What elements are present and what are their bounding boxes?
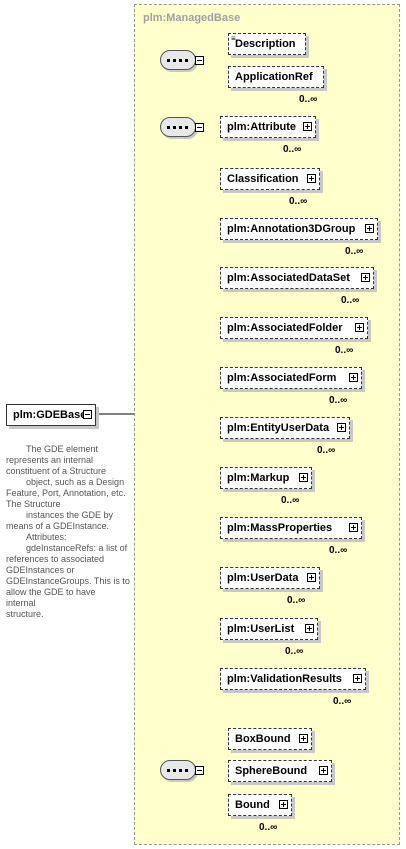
element-userlist[interactable]: plm:UserList	[220, 618, 318, 640]
element-label: plm:Annotation3DGroup	[227, 223, 356, 235]
element-associatedform[interactable]: plm:AssociatedForm	[220, 367, 362, 389]
element-boxbound[interactable]: BoxBound	[228, 728, 312, 750]
expand-icon[interactable]	[307, 573, 316, 582]
doc-line: The GDE element represents an internal c…	[6, 444, 107, 476]
element-label: plm:ValidationResults	[227, 673, 342, 685]
expand-icon[interactable]	[319, 766, 328, 775]
cardinality-label: 0..∞	[281, 495, 300, 506]
cardinality-label: 0..∞	[345, 246, 364, 257]
expand-icon[interactable]	[337, 423, 346, 432]
element-associateddataset[interactable]: plm:AssociatedDataSet	[220, 267, 374, 289]
element-label: Classification	[227, 173, 299, 185]
expand-icon[interactable]	[365, 224, 374, 233]
element-associatedfolder[interactable]: plm:AssociatedFolder	[220, 317, 368, 339]
cardinality-label: 0..∞	[283, 144, 302, 155]
doc-line: gdeInstanceRefs: a list of references to…	[6, 543, 130, 575]
element-label: plm:Markup	[227, 472, 290, 484]
documentation-text: The GDE element represents an internal c…	[6, 444, 130, 620]
element-label: Bound	[235, 799, 270, 811]
cardinality-label: 0..∞	[341, 295, 360, 306]
element-label: plm:UserList	[227, 623, 295, 635]
doc-line: structure.	[6, 609, 44, 619]
sequence-compositor-2[interactable]	[160, 117, 196, 137]
sequence-icon	[167, 59, 189, 62]
expand-icon[interactable]	[299, 473, 308, 482]
cardinality-label: 0..∞	[333, 696, 352, 707]
container-title: plm:ManagedBase	[143, 12, 241, 24]
element-label: BoxBound	[235, 733, 291, 745]
cardinality-label: 0..∞	[329, 545, 348, 556]
expand-icon[interactable]	[355, 323, 364, 332]
sequence-icon	[167, 126, 189, 129]
root-element-node[interactable]: plm:GDEBase	[6, 404, 96, 426]
element-entityuserdata[interactable]: plm:EntityUserData	[220, 417, 350, 439]
expand-icon[interactable]	[349, 523, 358, 532]
element-label: Description	[235, 38, 296, 50]
sequence-1-collapse-icon[interactable]	[195, 56, 204, 65]
cardinality-label: 0..∞	[259, 822, 278, 833]
element-label: plm:UserData	[227, 572, 299, 584]
element-classification[interactable]: Classification	[220, 168, 320, 190]
element-label: plm:AssociatedDataSet	[227, 272, 350, 284]
expand-icon[interactable]	[349, 373, 358, 382]
cardinality-label: 0..∞	[289, 196, 308, 207]
root-element-label: plm:GDEBase	[13, 409, 87, 421]
element-massproperties[interactable]: plm:MassProperties	[220, 517, 362, 539]
doc-line: instances the GDE by means of a GDEInsta…	[6, 510, 116, 531]
doc-line: Attributes:	[6, 532, 67, 542]
sequence-compositor-3[interactable]	[160, 760, 196, 780]
element-label: plm:EntityUserData	[227, 422, 330, 434]
element-label: plm:AssociatedFolder	[227, 322, 343, 334]
cardinality-label: 0..∞	[285, 646, 304, 657]
cardinality-label: 0..∞	[329, 395, 348, 406]
doc-line: GDEInstanceGroups. This is to allow the …	[6, 576, 149, 608]
expand-icon[interactable]	[299, 734, 308, 743]
expand-icon[interactable]	[307, 174, 316, 183]
element-userdata[interactable]: plm:UserData	[220, 567, 320, 589]
element-label: ApplicationRef	[235, 71, 313, 83]
collapse-icon[interactable]	[83, 410, 92, 419]
element-label: plm:Attribute	[227, 121, 297, 133]
expand-icon[interactable]	[305, 624, 314, 633]
expand-icon[interactable]	[303, 122, 312, 131]
element-annotation3dgroup[interactable]: plm:Annotation3DGroup	[220, 218, 378, 240]
cardinality-label: 0..∞	[335, 345, 354, 356]
cardinality-label: 0..∞	[299, 94, 318, 105]
element-markup[interactable]: plm:Markup	[220, 467, 312, 489]
sequence-3-collapse-icon[interactable]	[195, 766, 204, 775]
sequence-2-collapse-icon[interactable]	[195, 123, 204, 132]
sequence-icon	[167, 769, 189, 772]
element-attribute[interactable]: plm:Attribute	[220, 116, 316, 138]
cardinality-label: 0..∞	[317, 445, 336, 456]
sequence-compositor-1[interactable]	[160, 50, 196, 70]
expand-icon[interactable]	[361, 273, 370, 282]
element-applicationref[interactable]: ApplicationRef	[228, 66, 324, 88]
element-label: SphereBound	[235, 765, 308, 777]
element-label: plm:AssociatedForm	[227, 372, 337, 384]
expand-icon[interactable]	[279, 800, 288, 809]
element-bound[interactable]: Bound	[228, 794, 292, 816]
element-label: plm:MassProperties	[227, 522, 333, 534]
element-spherebound[interactable]: SphereBound	[228, 760, 332, 782]
expand-icon[interactable]	[353, 674, 362, 683]
element-description[interactable]: Description ≡	[228, 33, 306, 55]
doc-line: object, such as a Design Feature, Port, …	[6, 477, 128, 509]
cardinality-label: 0..∞	[287, 595, 306, 606]
element-validationresults[interactable]: plm:ValidationResults	[220, 668, 366, 690]
documentation-icon: ≡	[231, 34, 236, 43]
